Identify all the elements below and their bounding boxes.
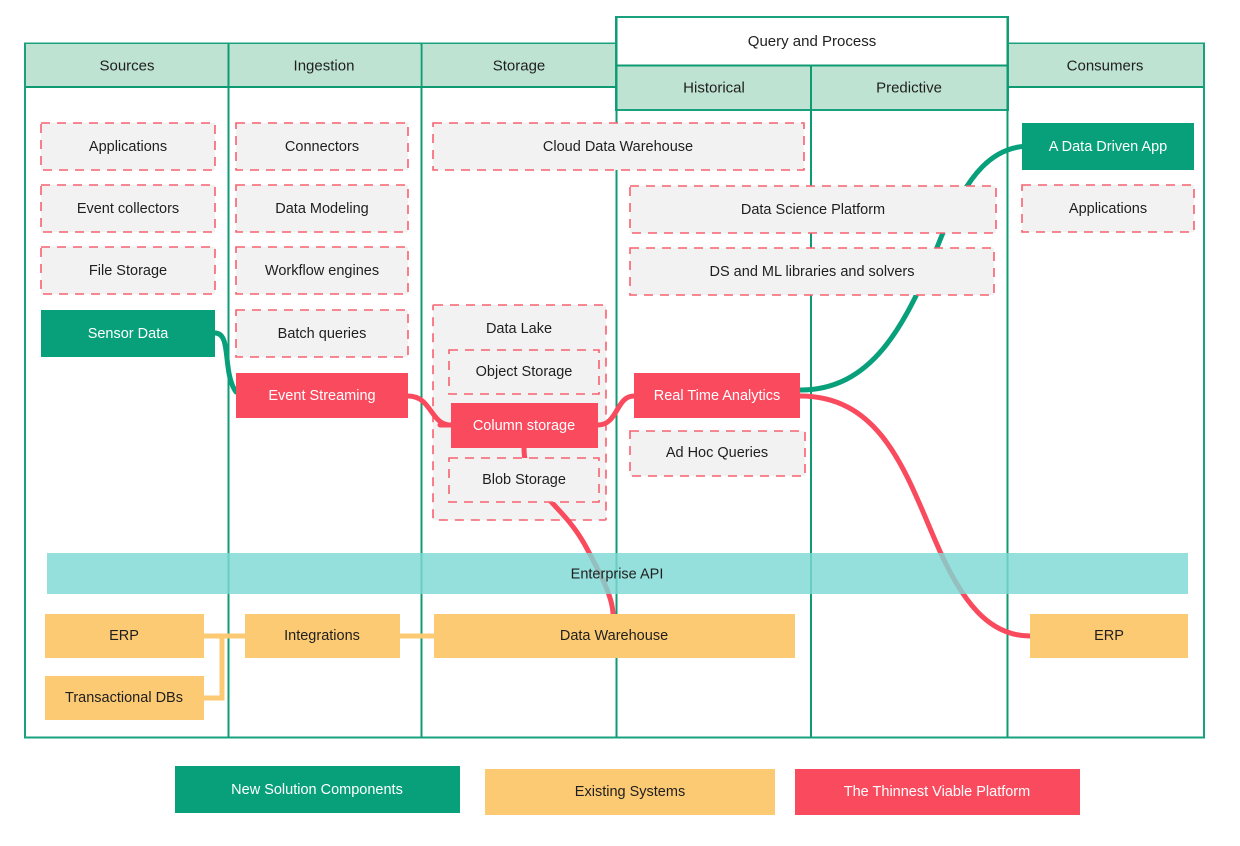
legend-label-thinnest-viable-platform: The Thinnest Viable Platform	[844, 784, 1030, 800]
swimlane-label-consumers: Consumers	[1067, 57, 1144, 74]
node-batch-queries[interactable]	[235, 309, 409, 358]
flow-real-time-analytics-to-erp	[797, 393, 1033, 639]
swimlane-header-predictive	[812, 66, 1007, 109]
node-erp-consumers[interactable]	[1030, 614, 1188, 658]
swimlane-label-predictive: Predictive	[876, 79, 942, 96]
node-data-science-platform[interactable]	[629, 185, 997, 234]
swimlane-label-sources: Sources	[99, 57, 154, 74]
node-label-cloud-data-warehouse: Cloud Data Warehouse	[543, 139, 693, 155]
node-label-object-storage: Object Storage	[476, 364, 573, 380]
node-ds-ml-libraries[interactable]	[629, 247, 995, 296]
swimlane-header-historical	[617, 66, 811, 109]
node-integrations[interactable]	[245, 614, 400, 658]
node-label-applications-consumers: Applications	[1069, 201, 1147, 217]
node-transactional-dbs[interactable]	[45, 676, 204, 720]
flow-transactional-dbs-to-integrations	[201, 633, 225, 701]
legend-label-new-solution-components: New Solution Components	[231, 782, 403, 798]
node-blob-storage[interactable]	[448, 457, 600, 503]
swimlane-header-consumers	[1008, 44, 1203, 87]
node-label-connectors: Connectors	[285, 139, 359, 155]
node-label-data-lake: Data Lake	[486, 321, 552, 337]
legend-label-existing-systems: Existing Systems	[575, 784, 685, 800]
node-label-erp-sources: ERP	[109, 628, 139, 644]
node-object-storage[interactable]	[448, 349, 600, 395]
node-column-storage[interactable]	[451, 403, 598, 448]
node-label-event-collectors: Event collectors	[77, 201, 179, 217]
legend-swatch-new-solution-components[interactable]	[175, 766, 460, 813]
node-event-collectors[interactable]	[40, 184, 216, 233]
node-label-integrations: Integrations	[284, 628, 360, 644]
flow-column-storage-to-real-time-analytics	[595, 393, 637, 428]
node-label-file-storage: File Storage	[89, 263, 167, 279]
node-label-applications-sources: Applications	[89, 139, 167, 155]
node-label-transactional-dbs: Transactional DBs	[65, 690, 183, 706]
node-data-modeling[interactable]	[235, 184, 409, 233]
node-label-data-modeling: Data Modeling	[275, 201, 369, 217]
swimlane-header-sources	[26, 44, 228, 87]
node-label-real-time-analytics: Real Time Analytics	[654, 388, 781, 404]
node-label-ad-hoc-queries: Ad Hoc Queries	[666, 445, 768, 461]
node-data-warehouse[interactable]	[434, 614, 795, 658]
node-label-data-science-platform: Data Science Platform	[741, 202, 885, 218]
node-label-column-storage: Column storage	[473, 418, 575, 434]
swimlane-label-ingestion: Ingestion	[294, 57, 355, 74]
legend-swatch-thinnest-viable-platform[interactable]	[795, 769, 1080, 815]
node-label-data-warehouse: Data Warehouse	[560, 628, 668, 644]
node-label-ds-ml-libraries: DS and ML libraries and solvers	[710, 264, 915, 280]
node-event-streaming[interactable]	[236, 373, 408, 418]
legend-swatch-existing-systems[interactable]	[485, 769, 775, 815]
node-file-storage[interactable]	[40, 246, 216, 295]
node-applications-sources[interactable]	[40, 122, 216, 171]
node-label-event-streaming: Event Streaming	[268, 388, 375, 404]
node-label-a-data-driven-app: A Data Driven App	[1049, 139, 1168, 155]
swimlane-outer-frame	[24, 42, 1205, 739]
swimlane-label-storage: Storage	[493, 57, 546, 74]
node-sensor-data[interactable]	[41, 310, 215, 357]
node-label-sensor-data: Sensor Data	[88, 326, 170, 342]
flow-sensor-data-to-event-streaming	[212, 330, 239, 395]
node-real-time-analytics[interactable]	[634, 373, 800, 418]
swimlane-header-storage	[422, 44, 616, 87]
node-label-batch-queries: Batch queries	[278, 326, 367, 342]
node-label-enterprise-api: Enterprise API	[571, 566, 664, 582]
swimlane-label-query-and-process: Query and Process	[748, 33, 876, 50]
node-applications-consumers[interactable]	[1021, 184, 1195, 233]
node-label-workflow-engines: Workflow engines	[265, 263, 379, 279]
node-label-blob-storage: Blob Storage	[482, 472, 566, 488]
node-a-data-driven-app[interactable]	[1022, 123, 1194, 170]
node-cloud-data-warehouse[interactable]	[432, 122, 805, 171]
node-ad-hoc-queries[interactable]	[629, 430, 806, 477]
swimlane-header-ingestion	[229, 44, 420, 87]
node-label-erp-consumers: ERP	[1094, 628, 1124, 644]
node-connectors[interactable]	[235, 122, 409, 171]
swimlane-label-historical: Historical	[683, 79, 745, 96]
node-workflow-engines[interactable]	[235, 246, 409, 295]
node-enterprise-api[interactable]	[47, 553, 1188, 594]
node-erp-sources[interactable]	[45, 614, 204, 658]
